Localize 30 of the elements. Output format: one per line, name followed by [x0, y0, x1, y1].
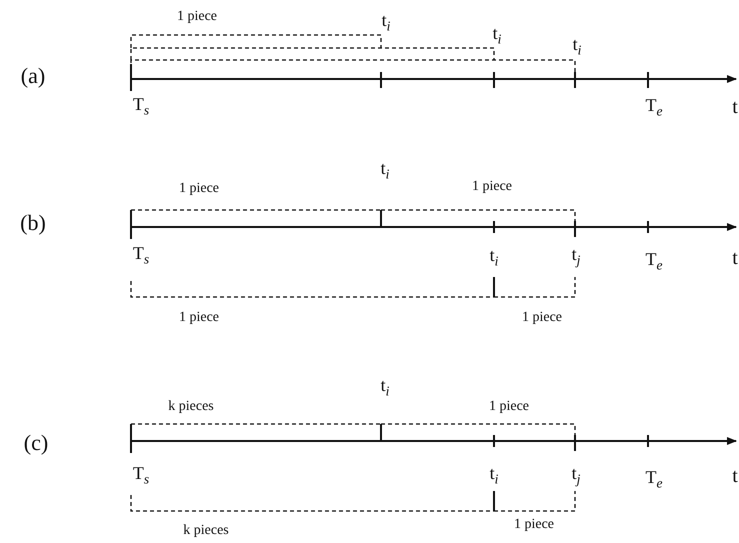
- time-label: t$_{i}$: [380, 158, 390, 182]
- time-label: t$_{i}$: [492, 24, 502, 46]
- time-label: t$_{i}$: [572, 34, 582, 58]
- axis-label: t: [732, 97, 738, 117]
- interval-label: k pieces: [168, 400, 214, 414]
- time-label: T$_{e}$: [646, 468, 662, 490]
- interval-label: k pieces: [183, 524, 229, 538]
- interval-label: 1 piece: [178, 182, 220, 196]
- interval-label: 1 piece: [522, 311, 562, 325]
- interval-label: 1 piece: [178, 311, 220, 325]
- panel-label: (a): [20, 65, 46, 87]
- time-label: T$_{e}$: [646, 250, 662, 272]
- interval-label: 1 piece: [176, 10, 218, 24]
- interval-label: 1 piece: [488, 400, 530, 414]
- time-label: t$_{i}$: [382, 10, 390, 34]
- panel-label: (c): [24, 432, 48, 454]
- axis-label: t: [732, 466, 738, 486]
- axis-label: t: [732, 248, 738, 268]
- time-label: t$_{j}$: [572, 464, 580, 486]
- time-label: t$_{i}$: [380, 376, 390, 398]
- time-label: t$_{j}$: [572, 244, 580, 268]
- time-label: t$_{i}$: [490, 246, 498, 268]
- time-label: T$_{s}$: [132, 464, 150, 486]
- time-label: t$_{i}$: [490, 464, 498, 486]
- panel-label: (b): [20, 212, 46, 234]
- time-label: T$_{s}$: [132, 244, 150, 266]
- time-label: T$_{s}$: [132, 94, 150, 118]
- time-label: T$_{e}$: [646, 96, 662, 118]
- interval-label: 1 piece: [472, 180, 512, 194]
- interval-label: 1 piece: [514, 518, 554, 532]
